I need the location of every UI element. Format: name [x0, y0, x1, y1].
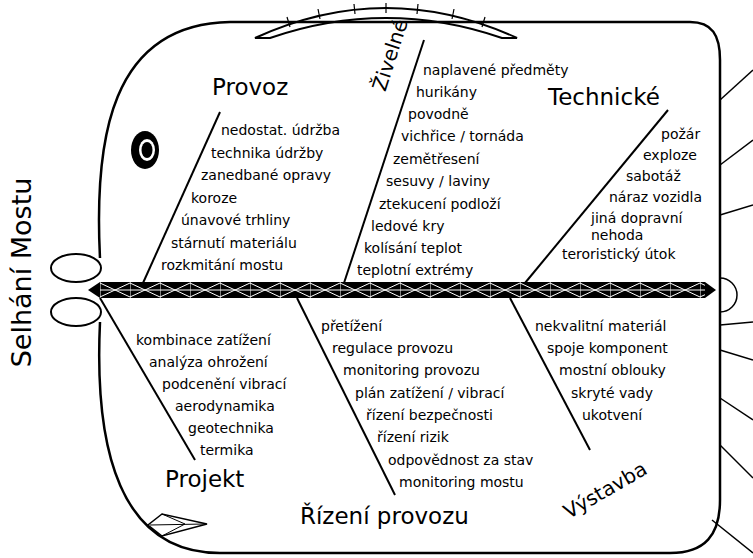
- cause-label: ledové kry: [371, 218, 444, 235]
- pectoral-fin: [148, 514, 207, 536]
- category-label: Výstavba: [559, 457, 651, 524]
- cause-label: odpovědnost za stav: [388, 452, 533, 469]
- category-label: Živelné: [367, 16, 413, 94]
- cause-label: ztekucení podloží: [379, 196, 501, 213]
- cause-label: sesuvy / laviny: [386, 173, 490, 190]
- category-label: Provoz: [212, 74, 288, 100]
- cause-label: plán zatížení / vibrací: [355, 385, 504, 402]
- fin-rays: [287, 3, 485, 27]
- spine-arrow: [88, 282, 716, 298]
- cause-label: aerodynamika: [175, 398, 275, 415]
- cause-label: teplotní extrémy: [357, 262, 473, 279]
- cause-label: exploze: [643, 147, 697, 164]
- effect-label: Selhání Mostu: [7, 177, 38, 367]
- cause-label: kombinace zatížení: [136, 332, 271, 349]
- cause-label: hurikány: [416, 84, 477, 101]
- fish-body: [99, 22, 720, 553]
- cause-label: rozkmitání mostu: [161, 257, 283, 274]
- eye-pupil: [142, 142, 153, 158]
- cause-label: geotechnika: [188, 420, 274, 437]
- cause-label: podcenění vibrací: [162, 376, 286, 393]
- cause-label: technika údržby: [211, 145, 323, 162]
- lower-lip: [51, 298, 101, 326]
- cause-label: jiná dopravní nehoda: [591, 210, 703, 244]
- cause-label: únavové trhliny: [181, 212, 290, 229]
- cause-label: zemětřesení: [393, 151, 479, 168]
- cause-label: požár: [661, 126, 700, 143]
- cause-label: řízení rizik: [377, 429, 449, 446]
- cause-label: monitoring mostu: [399, 474, 524, 491]
- cause-label: náraz vozidla: [609, 189, 702, 206]
- category-label: Řízení provozu: [300, 503, 469, 529]
- spine-hatch: [100, 282, 705, 298]
- cause-label: regulace provozu: [332, 340, 453, 357]
- cause-label: nedostat. údržba: [221, 122, 340, 139]
- upper-lip: [51, 254, 101, 282]
- pectoral-fin-rays: [150, 514, 205, 536]
- category-label: Projekt: [165, 466, 244, 492]
- cause-label: termika: [200, 442, 254, 459]
- cause-label: zanedbané opravy: [201, 167, 331, 184]
- cause-label: teroristický útok: [562, 246, 676, 263]
- cause-label: analýza ohrožení: [149, 354, 268, 371]
- cause-label: monitoring provozu: [343, 362, 480, 379]
- cause-label: koroze: [191, 190, 237, 207]
- category-label: Technické: [548, 84, 660, 110]
- cause-label: mostní oblouky: [559, 362, 666, 379]
- cause-label: přetížení: [321, 318, 382, 335]
- cause-label: skryté vady: [571, 385, 653, 402]
- cause-label: naplavené předměty: [423, 62, 569, 79]
- fish-bones: [100, 40, 668, 495]
- cause-label: řízení bezpečnosti: [366, 407, 493, 424]
- cause-label: nekvalitní materiál: [535, 318, 666, 335]
- tail-rays: [712, 70, 753, 553]
- cause-label: kolísání teplot: [364, 240, 462, 257]
- eye-ring: [139, 139, 155, 161]
- tail-bump: [720, 278, 737, 312]
- cause-label: vichřice / tornáda: [401, 128, 524, 145]
- cause-label: sabotáž: [626, 168, 681, 185]
- cause-label: stárnutí materiálu: [171, 235, 297, 252]
- cause-label: spoje komponent: [547, 340, 668, 357]
- cause-label: ukotvení: [582, 407, 642, 424]
- fish-eye: [131, 131, 159, 169]
- cause-label: povodně: [408, 106, 469, 123]
